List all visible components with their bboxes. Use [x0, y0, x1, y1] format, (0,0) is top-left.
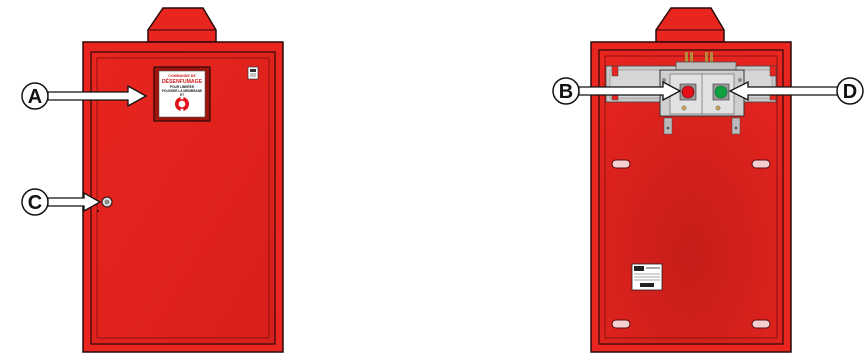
vent-hood-left — [147, 7, 217, 43]
data-plate-icon — [631, 263, 663, 291]
mounting-holes — [611, 159, 771, 329]
door-label-icon — [247, 66, 259, 80]
door-lock-icon — [97, 196, 113, 212]
callout-b-label: B — [559, 81, 573, 103]
callout-a-label: A — [28, 86, 42, 108]
sign-line-2: DÉSENFUMAGE — [162, 77, 203, 85]
closed-cabinet: COMMANDE DE DÉSENFUMAGE POUR LIBERER POU… — [82, 7, 284, 353]
open-cabinet — [590, 7, 792, 353]
release-manual-box: COMMANDE DE DÉSENFUMAGE POUR LIBERER POU… — [153, 66, 211, 122]
arrow-d-icon — [728, 80, 841, 102]
vent-hood-right — [655, 7, 725, 43]
callout-c: C — [21, 188, 102, 216]
sign-line-1: COMMANDE DE — [168, 74, 196, 78]
arrow-b-icon — [578, 80, 682, 102]
sign-line-4: POUSSER LA MEMBRANE — [162, 89, 202, 93]
arrow-a-icon — [47, 84, 148, 108]
sign-line-5: ET — [180, 93, 184, 97]
arrow-c-icon — [47, 191, 102, 213]
callout-c-label: C — [28, 192, 42, 214]
red-button-icon — [679, 83, 697, 101]
callout-a: A — [21, 82, 148, 110]
callout-d: D — [728, 77, 864, 105]
sign-line-3: POUR LIBERER — [170, 85, 195, 89]
callout-b: B — [552, 77, 682, 105]
green-button-icon — [712, 83, 730, 101]
callout-d-label: D — [843, 81, 857, 103]
